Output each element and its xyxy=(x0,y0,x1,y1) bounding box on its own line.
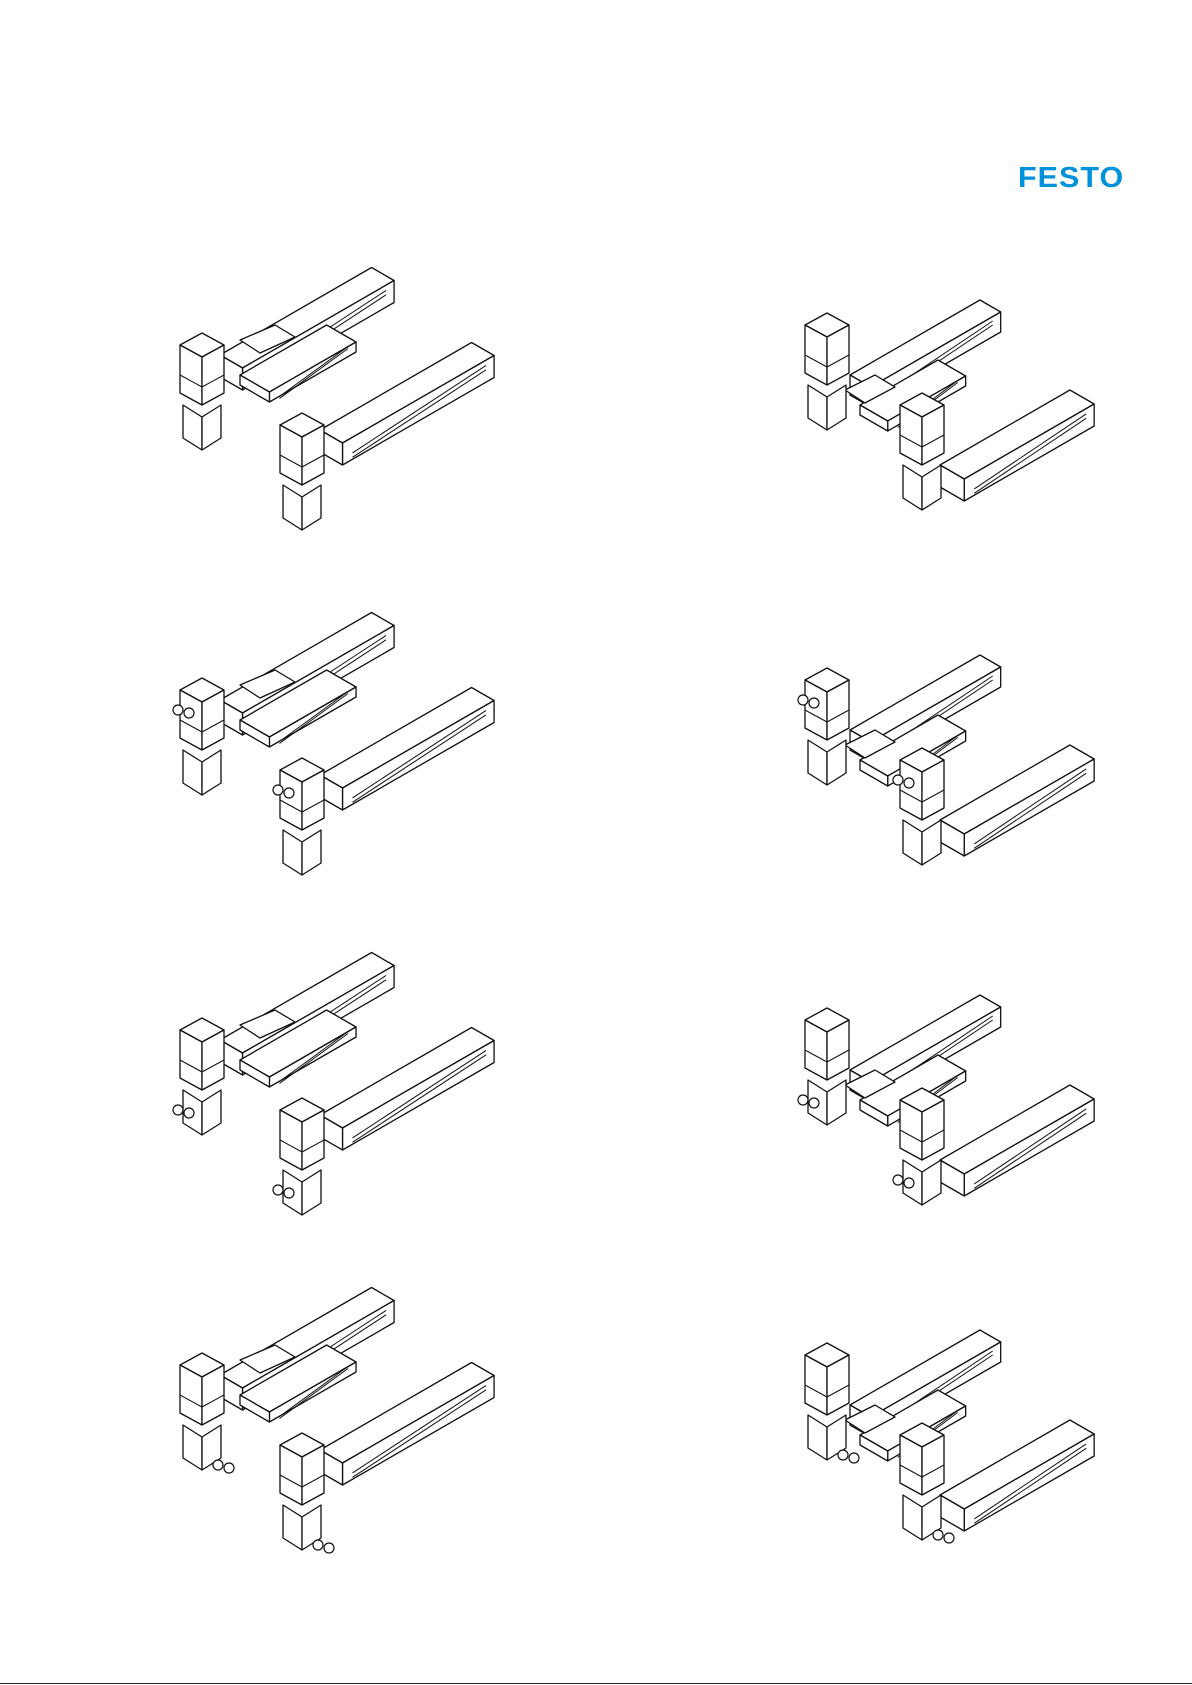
gantry-svg xyxy=(180,265,510,545)
motor-rear-housing-right xyxy=(202,750,221,795)
h-gantry-drawing-1 xyxy=(180,265,510,545)
motor-front-housing-right xyxy=(922,820,941,865)
motor-front-housing-right xyxy=(302,1170,321,1215)
motor-rear-housing-left xyxy=(808,740,827,785)
motor-front-housing-right xyxy=(302,485,321,530)
motor-rear-connector-2 xyxy=(224,1463,234,1473)
gantry-svg xyxy=(800,1000,1130,1280)
motor-front-connector-2 xyxy=(284,788,294,798)
motor-rear-housing-left xyxy=(183,405,202,450)
motor-front-connector-1 xyxy=(313,1540,323,1550)
motor-front-housing-left xyxy=(283,830,302,875)
motor-front-connector-1 xyxy=(893,1175,903,1185)
gantry-svg xyxy=(800,1335,1130,1615)
motor-rear-housing-left xyxy=(808,385,827,430)
gantry-svg xyxy=(800,305,1130,585)
motor-front-connector-1 xyxy=(273,1185,283,1195)
motor-front-connector-1 xyxy=(933,1530,943,1540)
motor-front-connector-2 xyxy=(904,1178,914,1188)
motor-front-housing-left xyxy=(903,820,922,865)
motor-front-connector-2 xyxy=(284,1188,294,1198)
h-gantry-drawing-5 xyxy=(180,950,510,1230)
motor-rear-connector-2 xyxy=(849,1453,859,1463)
motor-front-housing-left xyxy=(903,1495,922,1540)
h-gantry-drawing-6 xyxy=(800,1000,1130,1280)
h-gantry-drawing-3 xyxy=(180,610,510,890)
motor-rear-connector-1 xyxy=(213,1460,223,1470)
motor-rear-connector-2 xyxy=(809,1098,819,1108)
gantry-svg xyxy=(800,660,1130,940)
motor-rear-connector-1 xyxy=(173,705,183,715)
gantry-svg xyxy=(180,1285,510,1565)
motor-front-housing-right xyxy=(922,1160,941,1205)
motor-rear-connector-2 xyxy=(809,698,819,708)
motor-rear-housing-right xyxy=(827,740,846,785)
motor-front-connector-2 xyxy=(944,1533,954,1543)
motor-rear-housing-left xyxy=(183,1425,202,1470)
bottom-rule xyxy=(0,1683,1192,1684)
motor-rear-connector-2 xyxy=(184,1108,194,1118)
motor-rear-connector-1 xyxy=(173,1105,183,1115)
motor-rear-housing-left xyxy=(183,750,202,795)
motor-rear-housing-right xyxy=(827,1080,846,1125)
h-gantry-drawing-7 xyxy=(180,1285,510,1565)
motor-rear-housing-right xyxy=(202,1090,221,1135)
motor-rear-housing-left xyxy=(808,1415,827,1460)
motor-rear-connector-1 xyxy=(838,1450,848,1460)
h-gantry-drawing-8 xyxy=(800,1335,1130,1615)
motor-rear-connector-1 xyxy=(798,695,808,705)
motor-rear-connector-1 xyxy=(798,1095,808,1105)
motor-rear-housing-right xyxy=(827,385,846,430)
motor-front-connector-2 xyxy=(904,778,914,788)
motor-front-housing-right xyxy=(302,830,321,875)
motor-front-housing-left xyxy=(283,1505,302,1550)
motor-rear-housing-right xyxy=(202,405,221,450)
h-gantry-drawing-4 xyxy=(800,660,1130,940)
motor-front-housing-right xyxy=(922,465,941,510)
motor-front-connector-1 xyxy=(273,785,283,795)
motor-front-housing-left xyxy=(903,465,922,510)
motor-front-connector-2 xyxy=(324,1543,334,1553)
motor-front-connector-1 xyxy=(893,775,903,785)
motor-rear-connector-2 xyxy=(184,708,194,718)
gantry-svg xyxy=(180,610,510,890)
h-gantry-drawing-2 xyxy=(800,305,1130,585)
gantry-svg xyxy=(180,950,510,1230)
motor-front-housing-left xyxy=(283,485,302,530)
